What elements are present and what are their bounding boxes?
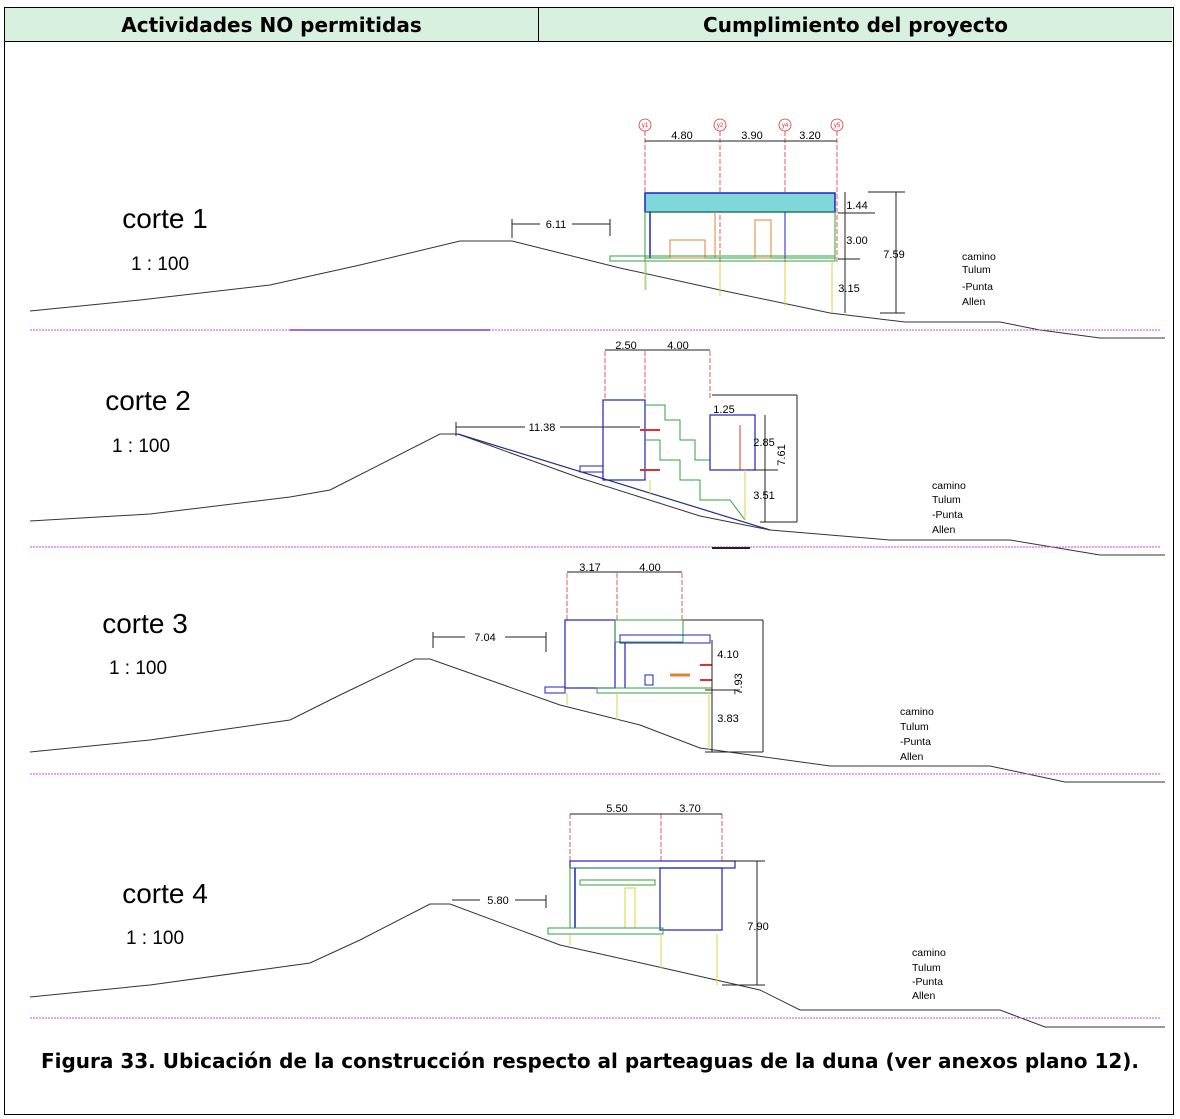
section-scale: 1 : 100 — [126, 928, 184, 949]
axis-bubbles — [638, 118, 844, 132]
section-corte-2: corte 2 1 : 100 11.38 2.50 4.00 — [29, 340, 1165, 556]
dimension-top: 4.00 — [639, 562, 660, 574]
dimension-side: 2.85 — [753, 437, 774, 449]
road-label: -Punta — [932, 509, 963, 521]
dimension-top: 2.50 — [615, 340, 636, 352]
side-dimensions — [712, 394, 798, 523]
dimension-top: 3.70 — [679, 803, 700, 815]
dimension-top: 5.50 — [606, 803, 627, 815]
road-label: Tulum — [962, 264, 991, 276]
dimension-top: 3.17 — [579, 562, 600, 574]
header-left: Actividades NO permitidas — [5, 8, 539, 42]
section-scale: 1 : 100 — [112, 436, 170, 457]
figure-caption: Figura 33. Ubicación de la construcción … — [40, 1049, 1140, 1073]
road-label: camino — [932, 480, 966, 492]
dimension-side: 3.15 — [838, 283, 859, 295]
terrain-profile — [29, 658, 1165, 783]
section-title: corte 2 — [105, 385, 191, 416]
road-label: Allen — [962, 296, 986, 308]
distance-label: 7.04 — [474, 632, 495, 644]
distance-dimension — [432, 632, 547, 652]
dimension-top: 3.20 — [799, 130, 820, 142]
distance-dimension — [511, 219, 611, 238]
terrain-profile — [29, 903, 1165, 1028]
axis-label: y2 — [717, 123, 724, 129]
axis-label: y1 — [642, 123, 649, 129]
dimension-side: 4.10 — [717, 649, 738, 661]
road-label: -Punta — [962, 281, 993, 293]
road-label: -Punta — [912, 976, 943, 988]
road-label: Tulum — [932, 494, 961, 506]
section-title: corte 3 — [102, 608, 188, 639]
road-label: camino — [912, 947, 946, 959]
dimension-side: 3.00 — [846, 235, 867, 247]
dimension-total: 7.90 — [747, 921, 768, 933]
distance-dimension — [452, 895, 547, 908]
header-right: Cumplimiento del proyecto — [539, 8, 1172, 42]
building-section — [544, 619, 713, 750]
side-dimensions — [683, 619, 764, 753]
terrain-profile — [29, 433, 1165, 556]
road-label: Tulum — [912, 962, 941, 974]
section-scale: 1 : 100 — [109, 658, 167, 679]
dimension-total: 7.59 — [883, 249, 904, 261]
distance-label: 11.38 — [529, 422, 556, 434]
dimension-side: 1.25 — [713, 404, 734, 416]
building-section — [547, 860, 736, 985]
axis-label: y5 — [834, 123, 841, 129]
side-dimensions — [722, 860, 765, 986]
section-scale: 1 : 100 — [131, 254, 189, 275]
dimension-total: 7.61 — [776, 444, 788, 465]
dimension-top: 3.90 — [741, 130, 762, 142]
dimension-top: 4.80 — [671, 130, 692, 142]
section-title: corte 4 — [122, 878, 208, 909]
road-label: camino — [962, 251, 996, 263]
section-corte-1: corte 1 1 : 100 6.11 y1 y2 y4 y5 4.80 3.… — [29, 118, 1165, 339]
section-title: corte 1 — [122, 203, 208, 234]
road-label: Tulum — [900, 721, 929, 733]
dimension-top: 4.00 — [667, 340, 688, 352]
building-section — [609, 192, 836, 313]
distance-dimension — [455, 422, 640, 436]
distance-label: 5.80 — [487, 895, 508, 907]
road-label: Allen — [932, 524, 956, 536]
dimension-side: 3.51 — [753, 490, 774, 502]
section-corte-3: corte 3 1 : 100 7.04 3.17 4.00 — [29, 562, 1165, 783]
building-section — [579, 399, 756, 521]
terrain-profile — [29, 240, 1165, 339]
side-dimensions — [838, 191, 905, 314]
dimension-side: 3.83 — [717, 713, 738, 725]
distance-label: 6.11 — [546, 219, 567, 231]
road-label: camino — [900, 706, 934, 718]
road-label: Allen — [900, 751, 924, 763]
content-table: Actividades NO permitidas Cumplimiento d… — [4, 7, 1174, 1115]
section-corte-4: corte 4 1 : 100 5.80 5.50 3.70 — [29, 803, 1165, 1028]
road-label: -Punta — [900, 736, 931, 748]
road-label: Allen — [912, 990, 936, 1002]
axis-label: y4 — [782, 123, 789, 129]
dimension-total: 7.93 — [733, 673, 745, 694]
dimension-side: 1.44 — [846, 200, 867, 212]
